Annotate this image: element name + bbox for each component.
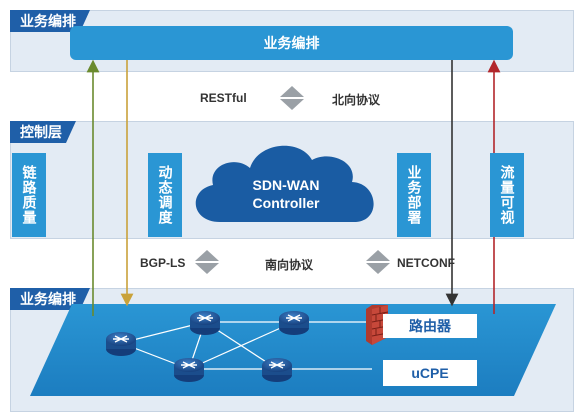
control-layer-tab: 控制层 xyxy=(10,121,76,143)
flow-visual-label: 流量可视 xyxy=(499,165,516,225)
controller-label: SDN-WAN Controller xyxy=(226,176,346,212)
northbound-left-label: RESTful xyxy=(200,91,247,105)
northbound-right-label: 北向协议 xyxy=(332,93,381,107)
router-icon xyxy=(262,358,292,382)
dynamic-scheduling-label: 动态调度 xyxy=(157,165,174,225)
link-quality-label: 链路质量 xyxy=(21,165,38,225)
controller-line-1: SDN-WAN xyxy=(252,177,320,193)
router-label: 路由器 xyxy=(383,314,477,338)
router-icon xyxy=(279,311,309,335)
cloud-icon xyxy=(195,145,374,222)
southbound-left-arrows-icon xyxy=(195,250,219,274)
southbound-right-arrows-icon xyxy=(366,250,390,274)
flow-visual-box: 流量可视 xyxy=(490,153,524,237)
northbound-arrows-icon xyxy=(280,86,304,110)
ucpe-label: uCPE xyxy=(383,360,477,386)
orchestration-bar: 业务编排 xyxy=(70,26,513,60)
link-quality-box: 链路质量 xyxy=(12,153,46,237)
service-deploy-box: 业务部署 xyxy=(397,153,431,237)
network-layer-tab: 业务编排 xyxy=(10,288,90,310)
southbound-right-label: NETCONF xyxy=(397,256,455,270)
southbound-left-label: BGP-LS xyxy=(140,256,186,270)
router-icon xyxy=(190,311,220,335)
southbound-middle-label: 南向协议 xyxy=(265,258,314,272)
orchestration-layer-tab: 业务编排 xyxy=(10,10,90,32)
dynamic-scheduling-box: 动态调度 xyxy=(148,153,182,237)
router-icon xyxy=(174,358,204,382)
service-deploy-label: 业务部署 xyxy=(406,165,423,225)
controller-line-2: Controller xyxy=(252,195,320,211)
router-icon xyxy=(106,332,136,356)
